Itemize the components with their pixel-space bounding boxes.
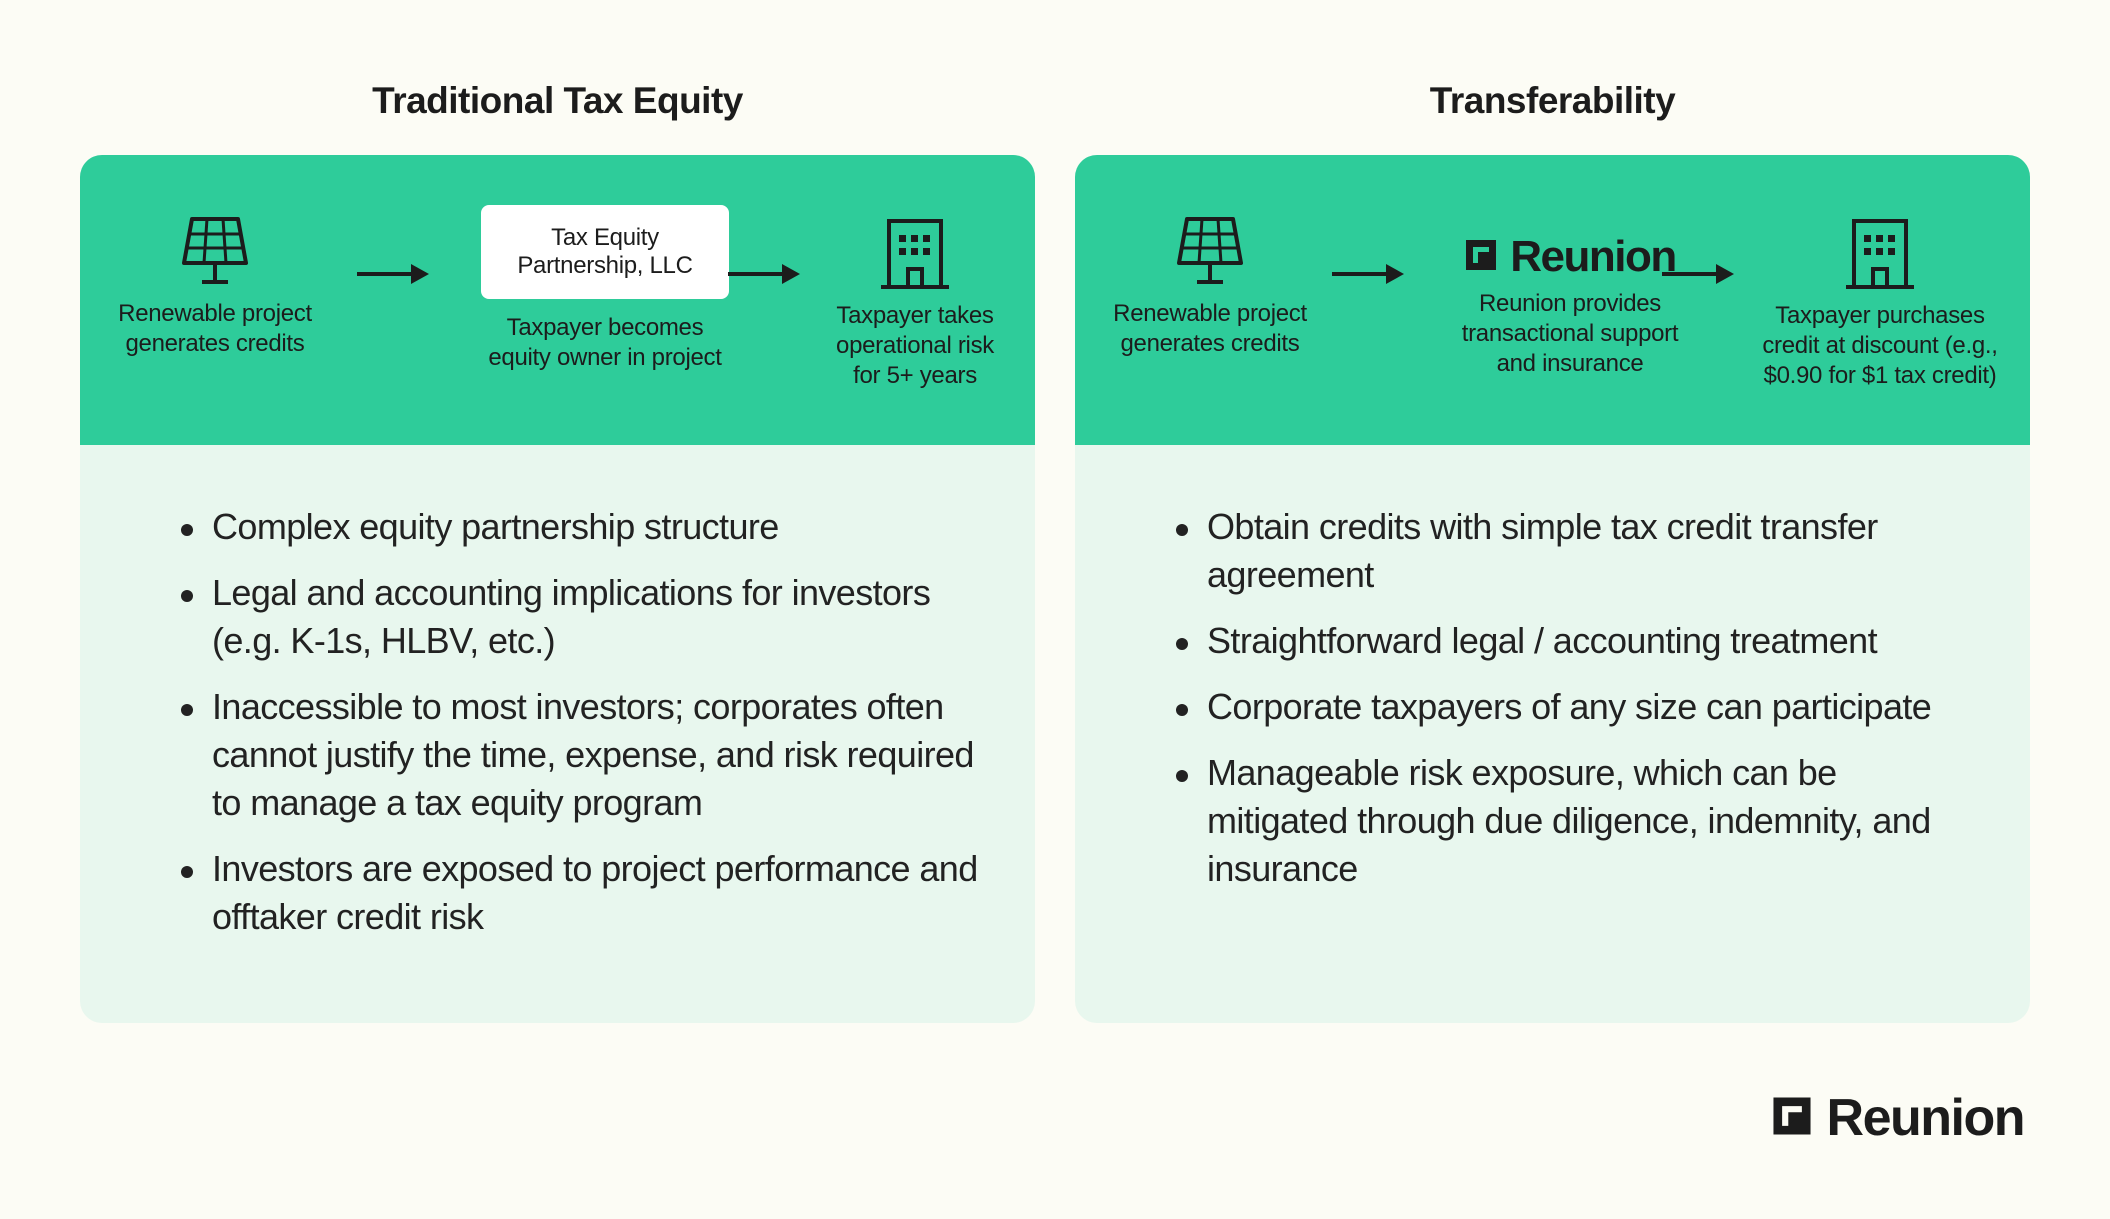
list-item: Legal and accounting implications for in… (175, 569, 985, 665)
list-item: Corporate taxpayers of any size can part… (1170, 683, 1980, 731)
arrow-right-icon (728, 261, 802, 292)
reunion-logo-icon (1464, 238, 1498, 277)
list-item: Investors are exposed to project perform… (175, 845, 985, 941)
flow-step-project: Renewable project generates credits (100, 215, 330, 359)
list-item: Straightforward legal / accounting treat… (1170, 617, 1980, 665)
box-line: Tax Equity (551, 224, 659, 251)
list-item: Complex equity partnership structure (175, 503, 985, 551)
caption-line: equity owner in project (488, 344, 722, 371)
box-line: Partnership, LLC (517, 252, 693, 279)
reunion-wordmark: Reunion (1510, 232, 1677, 281)
reunion-logo-icon (1771, 1095, 1813, 1142)
flow-step-reunion: Reunion Reunion provides transactional s… (1405, 227, 1735, 379)
flow-step-taxpayer: Taxpayer takes operational risk for 5+ y… (810, 217, 1020, 391)
solar-panel-icon (100, 215, 330, 287)
caption-line: credit at discount (e.g., (1762, 332, 1998, 359)
comparison-card: Renewable project generates credits Tax … (80, 155, 1035, 1023)
caption-line: operational risk (836, 332, 994, 359)
caption-line: Taxpayer purchases (1775, 302, 1985, 329)
tax-equity-partnership-box: Tax Equity Partnership, LLC (481, 205, 729, 299)
office-building-icon (1740, 217, 2020, 291)
feature-list: Obtain credits with simple tax credit tr… (1170, 503, 1980, 911)
reunion-wordmark: Reunion (1826, 1089, 2026, 1147)
comparison-card: Renewable project generates credits (1075, 155, 2030, 1023)
arrow-right-icon (1332, 261, 1406, 292)
caption-line: Renewable project (118, 300, 312, 327)
flow-step-partnership: Tax Equity Partnership, LLC Taxpayer bec… (440, 205, 770, 373)
list-item: Obtain credits with simple tax credit tr… (1170, 503, 1980, 599)
column-title: Transferability (1429, 80, 1676, 121)
list-item: Inaccessible to most investors; corporat… (175, 683, 985, 827)
footer-brand: Reunion (1771, 1088, 2026, 1148)
flow-step-project: Renewable project generates credits (1095, 215, 1325, 359)
arrow-right-icon (357, 261, 431, 292)
caption-line: Taxpayer becomes (506, 314, 704, 341)
caption-line: generates credits (1120, 330, 1300, 357)
solar-panel-icon (1095, 215, 1325, 287)
column-title: Traditional Tax Equity (372, 80, 743, 121)
caption-line: Renewable project (1113, 300, 1307, 327)
caption-line: transactional support (1461, 320, 1679, 347)
reunion-brand: Reunion (1405, 227, 1735, 287)
caption-line: Taxpayer takes (836, 302, 994, 329)
caption-line: generates credits (125, 330, 305, 357)
flow-step-taxpayer: Taxpayer purchases credit at discount (e… (1740, 217, 2020, 391)
flow-band: Renewable project generates credits Tax … (80, 155, 1035, 445)
caption-line: and insurance (1496, 350, 1644, 377)
caption-line: for 5+ years (853, 362, 977, 389)
feature-list: Complex equity partnership structure Leg… (175, 503, 985, 959)
flow-band: Renewable project generates credits (1075, 155, 2030, 445)
caption-line: Reunion provides (1479, 290, 1661, 317)
caption-line: $0.90 for $1 tax credit) (1763, 362, 1997, 389)
list-item: Manageable risk exposure, which can be m… (1170, 749, 1980, 893)
office-building-icon (810, 217, 1020, 291)
arrow-right-icon (1662, 261, 1736, 292)
